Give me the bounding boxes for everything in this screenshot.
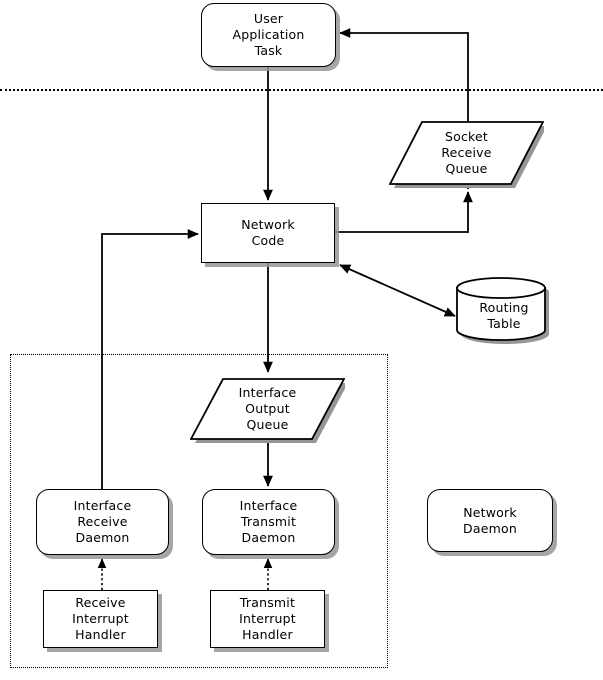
node-label: Routing Table <box>479 299 529 331</box>
node-label: Interface Receive Daemon <box>73 498 132 545</box>
parallelogram-shape <box>389 121 544 188</box>
user-kernel-boundary <box>0 89 603 91</box>
driver-region <box>10 354 388 668</box>
parallelogram-shape <box>190 378 345 443</box>
node-interface-receive-daemon[interactable]: Interface Receive Daemon <box>36 489 169 555</box>
node-user-application-task[interactable]: User Application Task <box>201 3 336 67</box>
node-label: User Application Task <box>232 11 305 58</box>
node-receive-interrupt-handler[interactable]: Receive Interrupt Handler <box>43 590 158 648</box>
node-label: Network Code <box>241 217 295 248</box>
node-network-daemon[interactable]: Network Daemon <box>427 489 553 552</box>
node-label: Socket Receive Queue <box>441 129 492 176</box>
node-label: Receive Interrupt Handler <box>72 595 129 642</box>
node-network-code[interactable]: Network Code <box>201 203 335 263</box>
node-label: Network Daemon <box>463 504 517 536</box>
cylinder-shape <box>456 277 549 344</box>
edge-network-code-to-socket-queue <box>335 191 473 233</box>
edge-network-code-routing-table <box>339 264 456 317</box>
edge-receive-daemon-to-network-code <box>101 229 199 489</box>
node-interface-transmit-daemon[interactable]: Interface Transmit Daemon <box>202 489 335 555</box>
node-routing-table[interactable]: Routing Table <box>456 277 552 345</box>
node-interface-output-queue[interactable]: Interface Output Queue <box>190 375 345 443</box>
node-transmit-interrupt-handler[interactable]: Transmit Interrupt Handler <box>210 590 325 648</box>
node-socket-receive-queue[interactable]: Socket Receive Queue <box>389 117 544 189</box>
node-label: Transmit Interrupt Handler <box>239 595 296 642</box>
node-label: Interface Output Queue <box>238 385 297 432</box>
node-label: Interface Transmit Daemon <box>239 498 298 545</box>
